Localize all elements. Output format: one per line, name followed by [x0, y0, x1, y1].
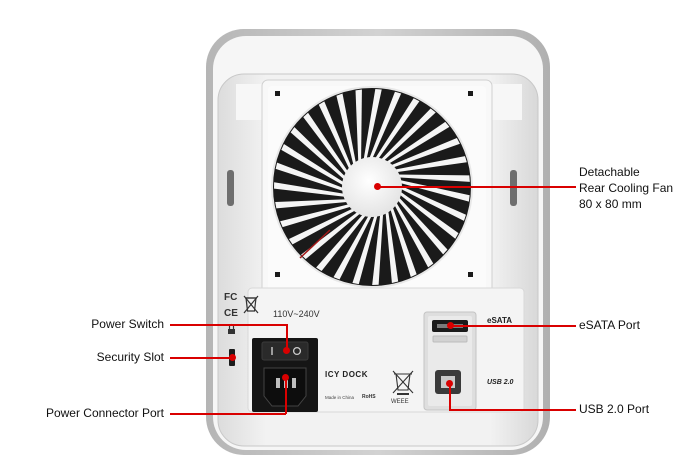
- fan-callout-line2: Rear Cooling Fan: [579, 181, 674, 195]
- fcc-mark: FC: [224, 292, 238, 303]
- power-connector-callout-dot: [282, 374, 289, 381]
- security-slot-callout-line: [170, 357, 232, 359]
- recycle-bin-icon: [243, 295, 259, 314]
- usb-port-label: USB 2.0: [487, 379, 514, 386]
- fan-blade: [397, 174, 470, 182]
- fan-blade: [369, 91, 402, 160]
- fan-hub: [342, 157, 402, 217]
- fan-blade: [380, 108, 436, 162]
- esata-port-label: eSATA: [487, 316, 513, 325]
- fan-blade: [318, 101, 352, 170]
- usb-callout-dot: [446, 380, 453, 387]
- fan-blade: [275, 162, 345, 192]
- fan-blade: [281, 143, 345, 186]
- power-switch-callout-dot: [283, 347, 290, 354]
- fan-blade: [399, 185, 466, 221]
- fan-blade: [399, 179, 470, 202]
- fan-blade: [390, 206, 417, 277]
- fan-blade: [363, 89, 382, 161]
- fan-callout-line: [378, 186, 576, 188]
- rohs-mark: RoHS: [362, 394, 376, 400]
- ce-mark: CE: [224, 308, 238, 319]
- fan-blade: [290, 127, 346, 181]
- power-switch-callout-label: Power Switch: [91, 317, 164, 331]
- usb-callout-label: USB 2.0 Port: [579, 402, 650, 416]
- fan-blade: [275, 199, 349, 209]
- fan-callout-line1: Detachable: [579, 165, 640, 179]
- fan-blade: [336, 93, 357, 166]
- fan-blade: [303, 112, 349, 175]
- fan-blade: [352, 214, 378, 285]
- made-in-label: Made in China: [325, 395, 355, 400]
- io-panel: [228, 287, 525, 413]
- power-connector-callout-line-h: [170, 413, 286, 415]
- fan-blade: [333, 214, 373, 280]
- fan-callout-label: Detachable Rear Cooling Fan 80 x 80 mm: [579, 164, 673, 212]
- fan-blades: [274, 89, 470, 285]
- power-switch-callout-line-v: [286, 324, 288, 350]
- fan-blade: [394, 156, 467, 173]
- power-switch-callout-line-h: [170, 324, 287, 326]
- fan-callout-line3: 80 x 80 mm: [579, 197, 642, 211]
- fan-blade: [301, 211, 362, 260]
- fan-blade: [372, 212, 384, 285]
- weee-bin-icon: [392, 370, 414, 395]
- security-slot-callout-dot: [229, 354, 236, 361]
- fan-callout-dot: [374, 183, 381, 190]
- fan-blade: [390, 137, 460, 168]
- fan-blade: [394, 201, 434, 268]
- fan-blade: [355, 89, 362, 163]
- esata-callout-dot: [447, 322, 454, 329]
- esata-callout-label: eSATA Port: [579, 318, 640, 332]
- fan-blade: [397, 196, 448, 255]
- fan-blade: [374, 98, 420, 160]
- icy-dock-logo: ICY DOCK: [325, 370, 368, 379]
- fan-blade: [316, 213, 367, 272]
- weee-mark: WEEE: [391, 399, 409, 405]
- usb-callout-line-horizontal: [449, 409, 576, 411]
- right-side-vent: [510, 170, 517, 206]
- security-slot-callout-label: Security Slot: [96, 350, 164, 364]
- power-connector-callout-label: Power Connector Port: [45, 406, 164, 420]
- usb-callout-line-vertical: [449, 383, 451, 410]
- fan-blade: [288, 208, 357, 245]
- fan-blade: [274, 182, 346, 197]
- fan-blade: [399, 191, 459, 239]
- voltage-label: 110V~240V: [273, 309, 320, 319]
- fan-blade: [385, 121, 450, 165]
- fan-blade: [385, 209, 399, 283]
- fan-blade: [280, 204, 352, 228]
- esata-callout-line: [450, 325, 576, 327]
- fan-screw-holes: [275, 91, 473, 277]
- power-connector-callout-line-v: [285, 377, 287, 414]
- rear-cooling-fan: [261, 79, 493, 303]
- left-side-vent: [227, 170, 234, 206]
